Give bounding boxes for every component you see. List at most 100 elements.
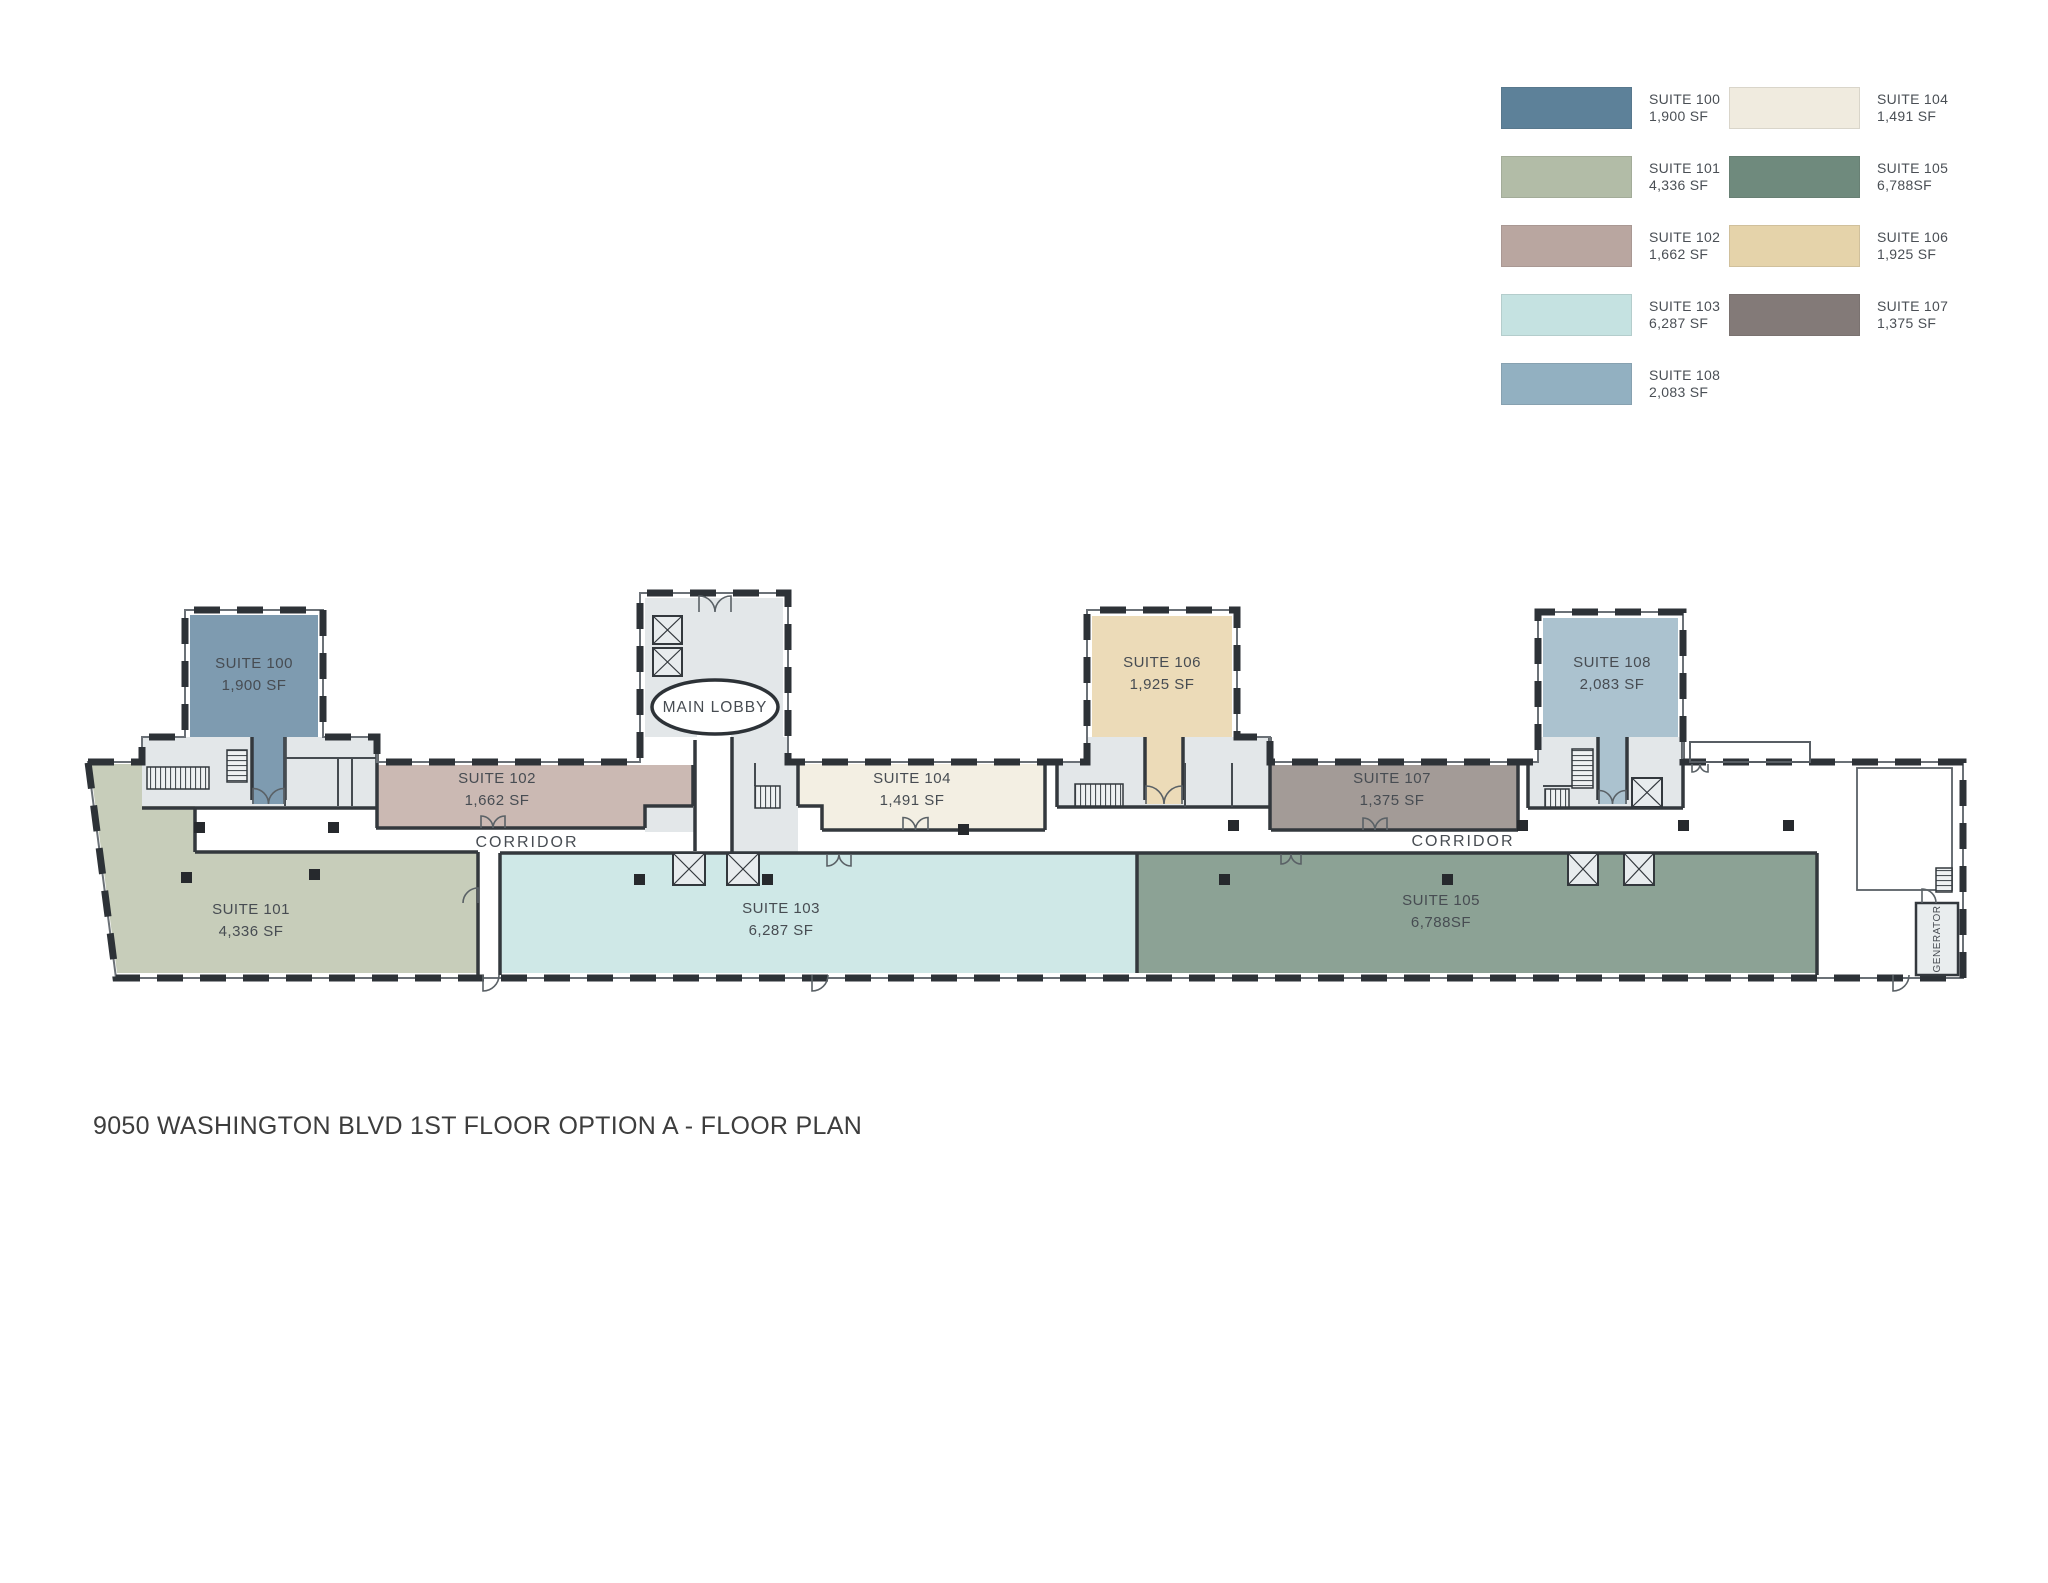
door-swing-icon: [1921, 888, 1937, 904]
suite-107-area-label: 1,375 SF: [1360, 792, 1425, 809]
legend-entry-suite-100: SUITE 100 1,900 SF: [1649, 91, 1720, 125]
elevator-icon: [1567, 852, 1599, 886]
suite-104-label: SUITE 104: [873, 770, 951, 787]
stairs-icon: [146, 766, 210, 790]
elevator-icon: [652, 647, 683, 677]
suite-103-region: [500, 854, 1137, 973]
legend-swatch-suite-100: [1501, 87, 1632, 129]
legend-entry-suite-106: SUITE 106 1,925 SF: [1877, 229, 1948, 263]
vestibule-outline: [1689, 741, 1811, 763]
legend-swatch-suite-107: [1729, 294, 1860, 336]
stairs-icon: [754, 785, 781, 809]
elevator-icons: [652, 615, 1663, 886]
suite-102-area-label: 1,662 SF: [465, 792, 530, 809]
suite-106-label: SUITE 106: [1123, 654, 1201, 671]
legend-entry-suite-108: SUITE 108 2,083 SF: [1649, 367, 1720, 401]
legend-swatch-suite-105: [1729, 156, 1860, 198]
legend: SUITE 100 1,900 SF SUITE 101 4,336 SF SU…: [0, 0, 2048, 440]
door-swing-icon: [252, 787, 285, 805]
suite-105-label: SUITE 105: [1402, 892, 1480, 909]
stairs-icons: [146, 748, 1953, 893]
legend-entry-suite-101: SUITE 101 4,336 SF: [1649, 160, 1720, 194]
elevator-icon: [1623, 852, 1655, 886]
suite-104-region: [798, 764, 1045, 830]
legend-entry-suite-104: SUITE 104 1,491 SF: [1877, 91, 1948, 125]
legend-suite-area: 6,287 SF: [1649, 315, 1709, 331]
suite-100-label: SUITE 100: [215, 655, 293, 672]
legend-suite-area: 1,925 SF: [1877, 246, 1937, 262]
stairs-icon: [1571, 748, 1594, 789]
legend-swatch-suite-108: [1501, 363, 1632, 405]
door-swing-icon: [1145, 785, 1183, 805]
suite-108-area-label: 2,083 SF: [1580, 676, 1645, 693]
suite-103-area-label: 6,287 SF: [749, 922, 814, 939]
stairs-icon: [226, 749, 248, 783]
room-partitions: [284, 737, 1572, 807]
legend-suite-name: SUITE 108: [1649, 367, 1721, 383]
legend-entry-suite-105: SUITE 105 6,788SF: [1877, 160, 1948, 194]
door-swing-icon: [902, 816, 929, 831]
elevator-icon: [672, 852, 706, 886]
legend-suite-area: 1,375 SF: [1877, 315, 1937, 331]
legend-suite-name: SUITE 100: [1649, 91, 1721, 107]
door-swing-icon: [1362, 817, 1388, 831]
suite-108-region: [1543, 618, 1678, 804]
legend-suite-name: SUITE 101: [1649, 160, 1721, 176]
corridor-label-right: CORRIDOR: [1411, 833, 1514, 850]
suite-101-label: SUITE 101: [212, 901, 290, 918]
suite-106-region: [1092, 616, 1232, 804]
legend-swatch-suite-102: [1501, 225, 1632, 267]
suite-107-label: SUITE 107: [1353, 770, 1431, 787]
elevator-icon: [1631, 777, 1663, 808]
legend-suite-name: SUITE 104: [1877, 91, 1949, 107]
suite-101-region: [90, 764, 478, 973]
legend-suite-name: SUITE 102: [1649, 229, 1721, 245]
legend-suite-area: 4,336 SF: [1649, 177, 1709, 193]
unassigned-room-outline: [1856, 767, 1953, 891]
suite-102-label: SUITE 102: [458, 770, 536, 787]
generator-label: GENERATOR: [1932, 906, 1943, 973]
suite-101-area-label: 4,336 SF: [219, 923, 284, 940]
legend-swatch-suite-104: [1729, 87, 1860, 129]
legend-suite-area: 6,788SF: [1877, 177, 1933, 193]
legend-entry-suite-107: SUITE 107 1,375 SF: [1877, 298, 1948, 332]
legend-swatch-suite-103: [1501, 294, 1632, 336]
legend-swatch-suite-101: [1501, 156, 1632, 198]
main-lobby-oval: [650, 678, 780, 736]
lobby-entry-corridor: [697, 735, 731, 852]
main-lobby-label: MAIN LOBBY: [663, 699, 768, 716]
door-swing-icon: [480, 815, 506, 829]
legend-suite-area: 1,662 SF: [1649, 246, 1709, 262]
column-markers: [181, 820, 1794, 885]
elevator-icon: [652, 615, 683, 645]
suite-103-label: SUITE 103: [742, 900, 820, 917]
legend-suite-area: 1,491 SF: [1877, 108, 1937, 124]
legend-entry-suite-102: SUITE 102 1,662 SF: [1649, 229, 1720, 263]
door-swing-icon: [1892, 974, 1910, 992]
legend-suite-name: SUITE 106: [1877, 229, 1949, 245]
suite-107-region: [1271, 765, 1518, 829]
generator-room: [1914, 901, 1960, 977]
legend-swatch-suite-106: [1729, 225, 1860, 267]
suite-100-region: [190, 615, 318, 804]
door-swing-icon: [1598, 789, 1627, 805]
door-swing-icon: [1280, 853, 1302, 865]
elevator-icon: [726, 852, 760, 886]
legend-entry-suite-103: SUITE 103 6,287 SF: [1649, 298, 1720, 332]
legend-suite-name: SUITE 105: [1877, 160, 1949, 176]
door-swing-icon: [698, 595, 732, 613]
legend-suite-area: 1,900 SF: [1649, 108, 1709, 124]
suite-106-area-label: 1,925 SF: [1130, 676, 1195, 693]
door-swing-icon: [462, 887, 479, 904]
door-swing-icon: [826, 853, 852, 867]
door-swing-icon: [482, 974, 500, 992]
exterior-wall-columns: [84, 589, 1967, 982]
stairs-icon: [1544, 788, 1570, 808]
suite-105-region: [1138, 854, 1817, 973]
suite-105-area-label: 6,788SF: [1411, 914, 1471, 931]
page-title: 9050 WASHINGTON BLVD 1ST FLOOR OPTION A …: [93, 1112, 863, 1140]
legend-suite-name: SUITE 107: [1877, 298, 1949, 314]
stairs-icon: [1074, 783, 1124, 807]
